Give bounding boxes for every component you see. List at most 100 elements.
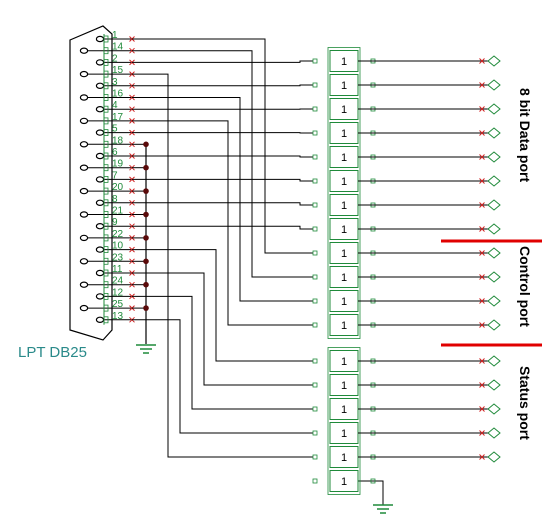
status-buffer-3: 1 xyxy=(312,398,376,420)
buffer-1: 1 xyxy=(312,50,376,72)
buffer-7-symbol: 1 xyxy=(341,200,347,212)
out-mark-7 xyxy=(479,202,485,208)
pin-number-20: 20 xyxy=(112,182,124,193)
status-out-mark-5 xyxy=(479,454,485,460)
pin-hole-24 xyxy=(79,281,89,288)
pin-hole-21 xyxy=(79,211,89,218)
buffer-2-symbol: 1 xyxy=(341,80,347,92)
connector-shell xyxy=(69,25,113,341)
ground-junction-20 xyxy=(143,188,149,194)
buffer-8-in-pad xyxy=(312,226,318,232)
buffer-5-symbol: 1 xyxy=(341,152,347,164)
pin-number-2: 2 xyxy=(112,53,118,64)
status-wire-3 xyxy=(132,295,313,410)
buffer-11-symbol: 1 xyxy=(341,296,347,308)
status-buffer-6-in-pad xyxy=(312,478,318,484)
status-out-mark-4 xyxy=(479,430,485,436)
status-out-mark-5-b xyxy=(479,454,485,460)
buffer-6-in-pad xyxy=(312,178,318,184)
status-buffer-1-in-pad xyxy=(312,358,318,364)
pin-number-6: 6 xyxy=(112,147,118,158)
buffer-3-symbol: 1 xyxy=(341,104,347,116)
status-buffer-3-symbol: 1 xyxy=(341,404,347,416)
pin-hole-23 xyxy=(79,258,89,265)
pin-number-18: 18 xyxy=(112,135,124,146)
pin-number-14: 14 xyxy=(112,42,124,53)
pin-hole-5 xyxy=(95,129,105,136)
out-terminal-10 xyxy=(487,271,501,283)
buffer-11-in-pad xyxy=(312,298,318,304)
pin-hole-14 xyxy=(79,47,89,54)
pin-hole-3 xyxy=(95,82,105,90)
wires xyxy=(132,38,384,505)
control-wire-1 xyxy=(132,38,313,254)
out-mark-2 xyxy=(479,82,485,88)
pin-number-19: 19 xyxy=(112,159,124,170)
pin-hole-7 xyxy=(95,176,105,183)
buffer-5: 1 xyxy=(312,146,376,168)
pin-number-8: 8 xyxy=(112,194,118,205)
out-mark-4 xyxy=(479,130,485,136)
out-mark-1 xyxy=(479,58,485,64)
status-buffer-6-symbol: 1 xyxy=(341,476,347,488)
out-mark-12-b xyxy=(479,322,485,328)
data-wire-6 xyxy=(132,178,313,182)
buffer-5-in-pad xyxy=(312,154,318,160)
status-port-label: Status port xyxy=(517,366,533,440)
status-buffer-4-in-pad xyxy=(312,430,318,436)
out-terminal-5 xyxy=(487,151,501,163)
data-port-label: 8 bit Data port xyxy=(517,88,533,182)
status-out-mark-3 xyxy=(479,406,485,412)
status-buffer-4-symbol: 1 xyxy=(341,428,347,440)
buffer-8-symbol: 1 xyxy=(341,224,347,236)
status-buffer-6: 1 xyxy=(312,470,376,492)
status-out-mark-3-b xyxy=(479,406,485,412)
control-wire-2 xyxy=(132,50,313,278)
pin-number-16: 16 xyxy=(112,89,124,100)
buffer-7-in-pad xyxy=(312,202,318,208)
pin-number-5: 5 xyxy=(112,124,118,135)
status-buffer-5-in-pad xyxy=(312,454,318,460)
out-mark-10-b xyxy=(479,274,485,280)
status-buffer-5-symbol: 1 xyxy=(341,452,347,464)
status-out-mark-2-b xyxy=(479,382,485,388)
out-terminal-8 xyxy=(487,223,501,235)
data-wire-8 xyxy=(132,225,313,230)
pin-number-9: 9 xyxy=(112,217,118,228)
out-mark-10 xyxy=(479,274,485,280)
status-out-mark-2 xyxy=(479,382,485,388)
ground-junction-18 xyxy=(143,141,149,148)
buffer-9-symbol: 1 xyxy=(341,248,347,260)
status-ground-wire xyxy=(358,480,384,505)
pin-number-24: 24 xyxy=(112,276,124,287)
pin-hole-8 xyxy=(95,199,105,206)
pin-number-10: 10 xyxy=(112,241,124,252)
out-terminal-1 xyxy=(487,55,501,67)
pin-hole-18 xyxy=(79,141,89,148)
out-terminal-11 xyxy=(487,295,501,307)
buffer-1-in-pad xyxy=(312,58,318,64)
pin-hole-10 xyxy=(95,246,105,253)
buffer-6-symbol: 1 xyxy=(341,176,347,188)
pin-hole-15 xyxy=(79,70,89,78)
pin-number-7: 7 xyxy=(112,170,118,181)
data-wire-5 xyxy=(132,155,313,158)
control-port-label: Control port xyxy=(517,246,533,327)
out-mark-6-b xyxy=(479,178,485,184)
buffer-12-in-pad xyxy=(312,322,318,328)
out-terminal-4 xyxy=(487,127,501,139)
status-buffer-6-out-pad xyxy=(370,478,376,484)
buffer-column-lower xyxy=(327,347,361,495)
out-mark-8-b xyxy=(479,226,485,232)
ground-junction-25 xyxy=(143,305,149,311)
out-mark-5-b xyxy=(479,154,485,160)
buffer-4-symbol: 1 xyxy=(341,128,347,140)
out-mark-6 xyxy=(479,178,485,184)
status-wire-2 xyxy=(132,272,313,386)
out-terminal-2 xyxy=(487,79,501,91)
out-mark-3-b xyxy=(479,106,485,112)
pin-number-21: 21 xyxy=(112,206,124,217)
pin-hole-6 xyxy=(95,152,105,160)
